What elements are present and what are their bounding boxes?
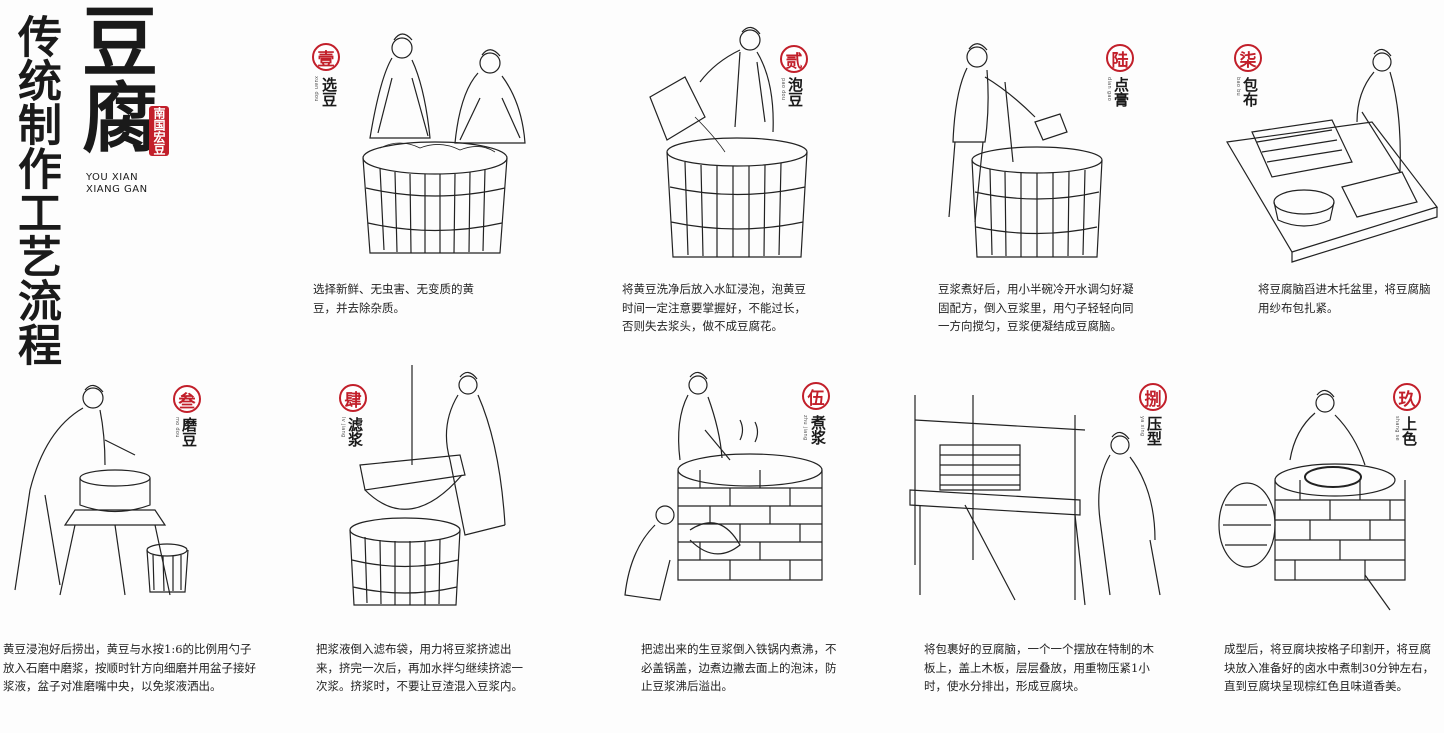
step-name: 煮浆 (809, 415, 827, 445)
step-description: 把滤出来的生豆浆倒入铁锅内煮沸，不必盖锅盖，边煮边撇去面上的泡沫，防止豆浆沸后溢… (641, 642, 837, 693)
step-number-badge: 陆 (1106, 44, 1134, 72)
step-description: 将黄豆洗净后放入水缸浸泡，泡黄豆时间一定注意要掌握好，不能过长，否则失去浆头，做… (622, 282, 806, 333)
step-pinyin: mo dou (174, 417, 180, 438)
illustration-adding-coagulant (948, 43, 1103, 258)
step-number-badge: 玖 (1393, 383, 1421, 411)
step-description: 黄豆浸泡好后捞出，黄豆与水按1:6的比例用勺子放入石磨中磨浆，按顺时针方向细磨并… (3, 642, 256, 693)
step-pinyin: shang se (1394, 416, 1400, 441)
illustration-pressing-tofu (909, 395, 1161, 606)
step-description: 豆浆煮好后，用小半碗冷开水调匀好凝固配方，倒入豆浆里，用勺子轻轻向同一方向搅匀，… (938, 282, 1134, 333)
step-name: 选豆 (320, 77, 338, 107)
step-name: 泡豆 (786, 77, 804, 107)
step-pinyin: bao bu (1235, 77, 1241, 97)
main-title: 豆腐 (69, 2, 158, 154)
illustration-wrapping-cloth (1226, 48, 1438, 263)
step-name: 包布 (1241, 77, 1259, 107)
step-number-badge: 捌 (1139, 383, 1167, 411)
step-name: 上色 (1400, 416, 1418, 446)
illustration-coloring-tofu (1218, 389, 1406, 611)
step-number-badge: 壹 (312, 43, 340, 71)
brand-label: YOU XIAN XIANG GAN (86, 172, 166, 196)
step-number-badge: 伍 (802, 382, 830, 410)
step-number-badge: 肆 (339, 384, 367, 412)
illustration-soaking-beans (649, 26, 808, 258)
step-description: 将包裹好的豆腐脑，一个一个摆放在特制的木板上，盖上木板，层层叠放，用重物压紧1小… (924, 642, 1154, 693)
step-description: 选择新鲜、无虫害、无变质的黄豆，并去除杂质。 (313, 282, 474, 315)
step-description: 成型后，将豆腐块按格子印割开，将豆腐块放入准备好的卤水中煮制30分钟左右，直到豆… (1224, 642, 1435, 693)
brand-line-1: YOU XIAN (86, 172, 139, 183)
step-name: 磨豆 (180, 417, 198, 447)
step-pinyin: pao dou (780, 78, 786, 101)
step-number-badge: 贰 (780, 45, 808, 73)
illustration-sorting-beans (362, 33, 526, 254)
step-name: 滤浆 (346, 417, 364, 447)
step-pinyin: lv jiang (340, 417, 346, 438)
step-pinyin: zhu jiang (802, 415, 808, 441)
step-number-badge: 叁 (173, 385, 201, 413)
brand-seal: 南国宏豆 (149, 106, 169, 156)
step-description: 把浆液倒入滤布袋，用力将豆浆挤滤出来，挤完一次后，再加水拌匀继续挤滤一次浆。挤浆… (316, 642, 523, 693)
step-description: 将豆腐脑舀进木托盆里，将豆腐脑用纱布包扎紧。 (1258, 282, 1431, 315)
step-name: 点膏 (1112, 77, 1130, 107)
step-pinyin: dian gao (1106, 77, 1112, 102)
vertical-title: 传统制作工艺流程 (10, 14, 61, 366)
illustration-boiling-pulp (624, 371, 823, 601)
illustration-grinding-beans (14, 384, 189, 596)
step-pinyin: ya xing (1139, 416, 1145, 437)
step-number-badge: 柒 (1234, 44, 1262, 72)
step-name: 压型 (1145, 416, 1163, 446)
brand-line-2: XIANG GAN (86, 184, 148, 195)
illustration-filtering-pulp (349, 365, 506, 606)
step-pinyin: xuan dou (313, 76, 319, 102)
